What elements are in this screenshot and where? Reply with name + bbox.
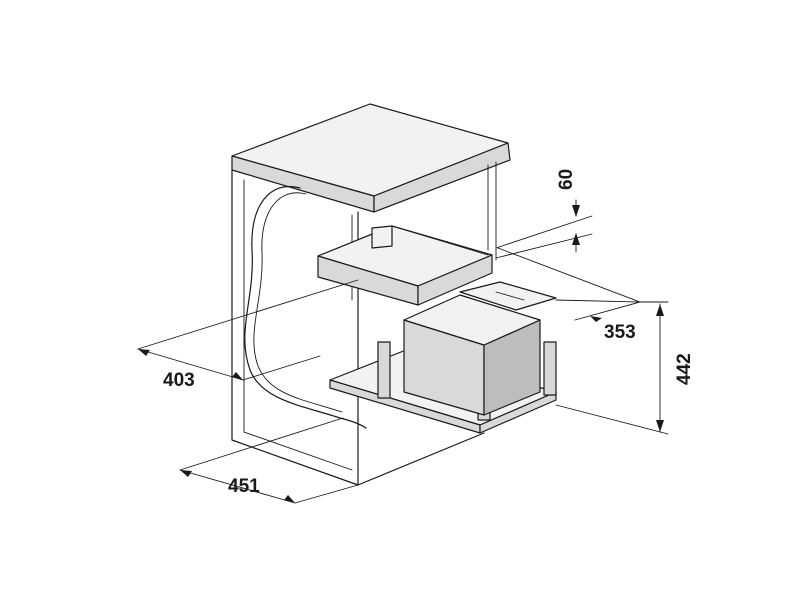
dimension-403: 403 (137, 279, 359, 391)
dimension-label-403: 403 (163, 370, 195, 391)
dimension-60: 60 (495, 169, 593, 259)
dimension-442: 442 (555, 301, 695, 435)
waste-bin (403, 281, 557, 416)
countertop (231, 103, 511, 213)
dimension-label-451: 451 (228, 476, 260, 497)
dimension-353: 353 (497, 247, 641, 343)
dimension-label-60: 60 (556, 169, 577, 190)
dimension-451: 451 (179, 417, 359, 504)
dimension-label-442: 442 (674, 353, 695, 385)
cabinet-frame (231, 161, 497, 486)
top-tray (317, 225, 493, 306)
dimension-label-353: 353 (604, 322, 636, 343)
drain-hose (244, 186, 367, 429)
